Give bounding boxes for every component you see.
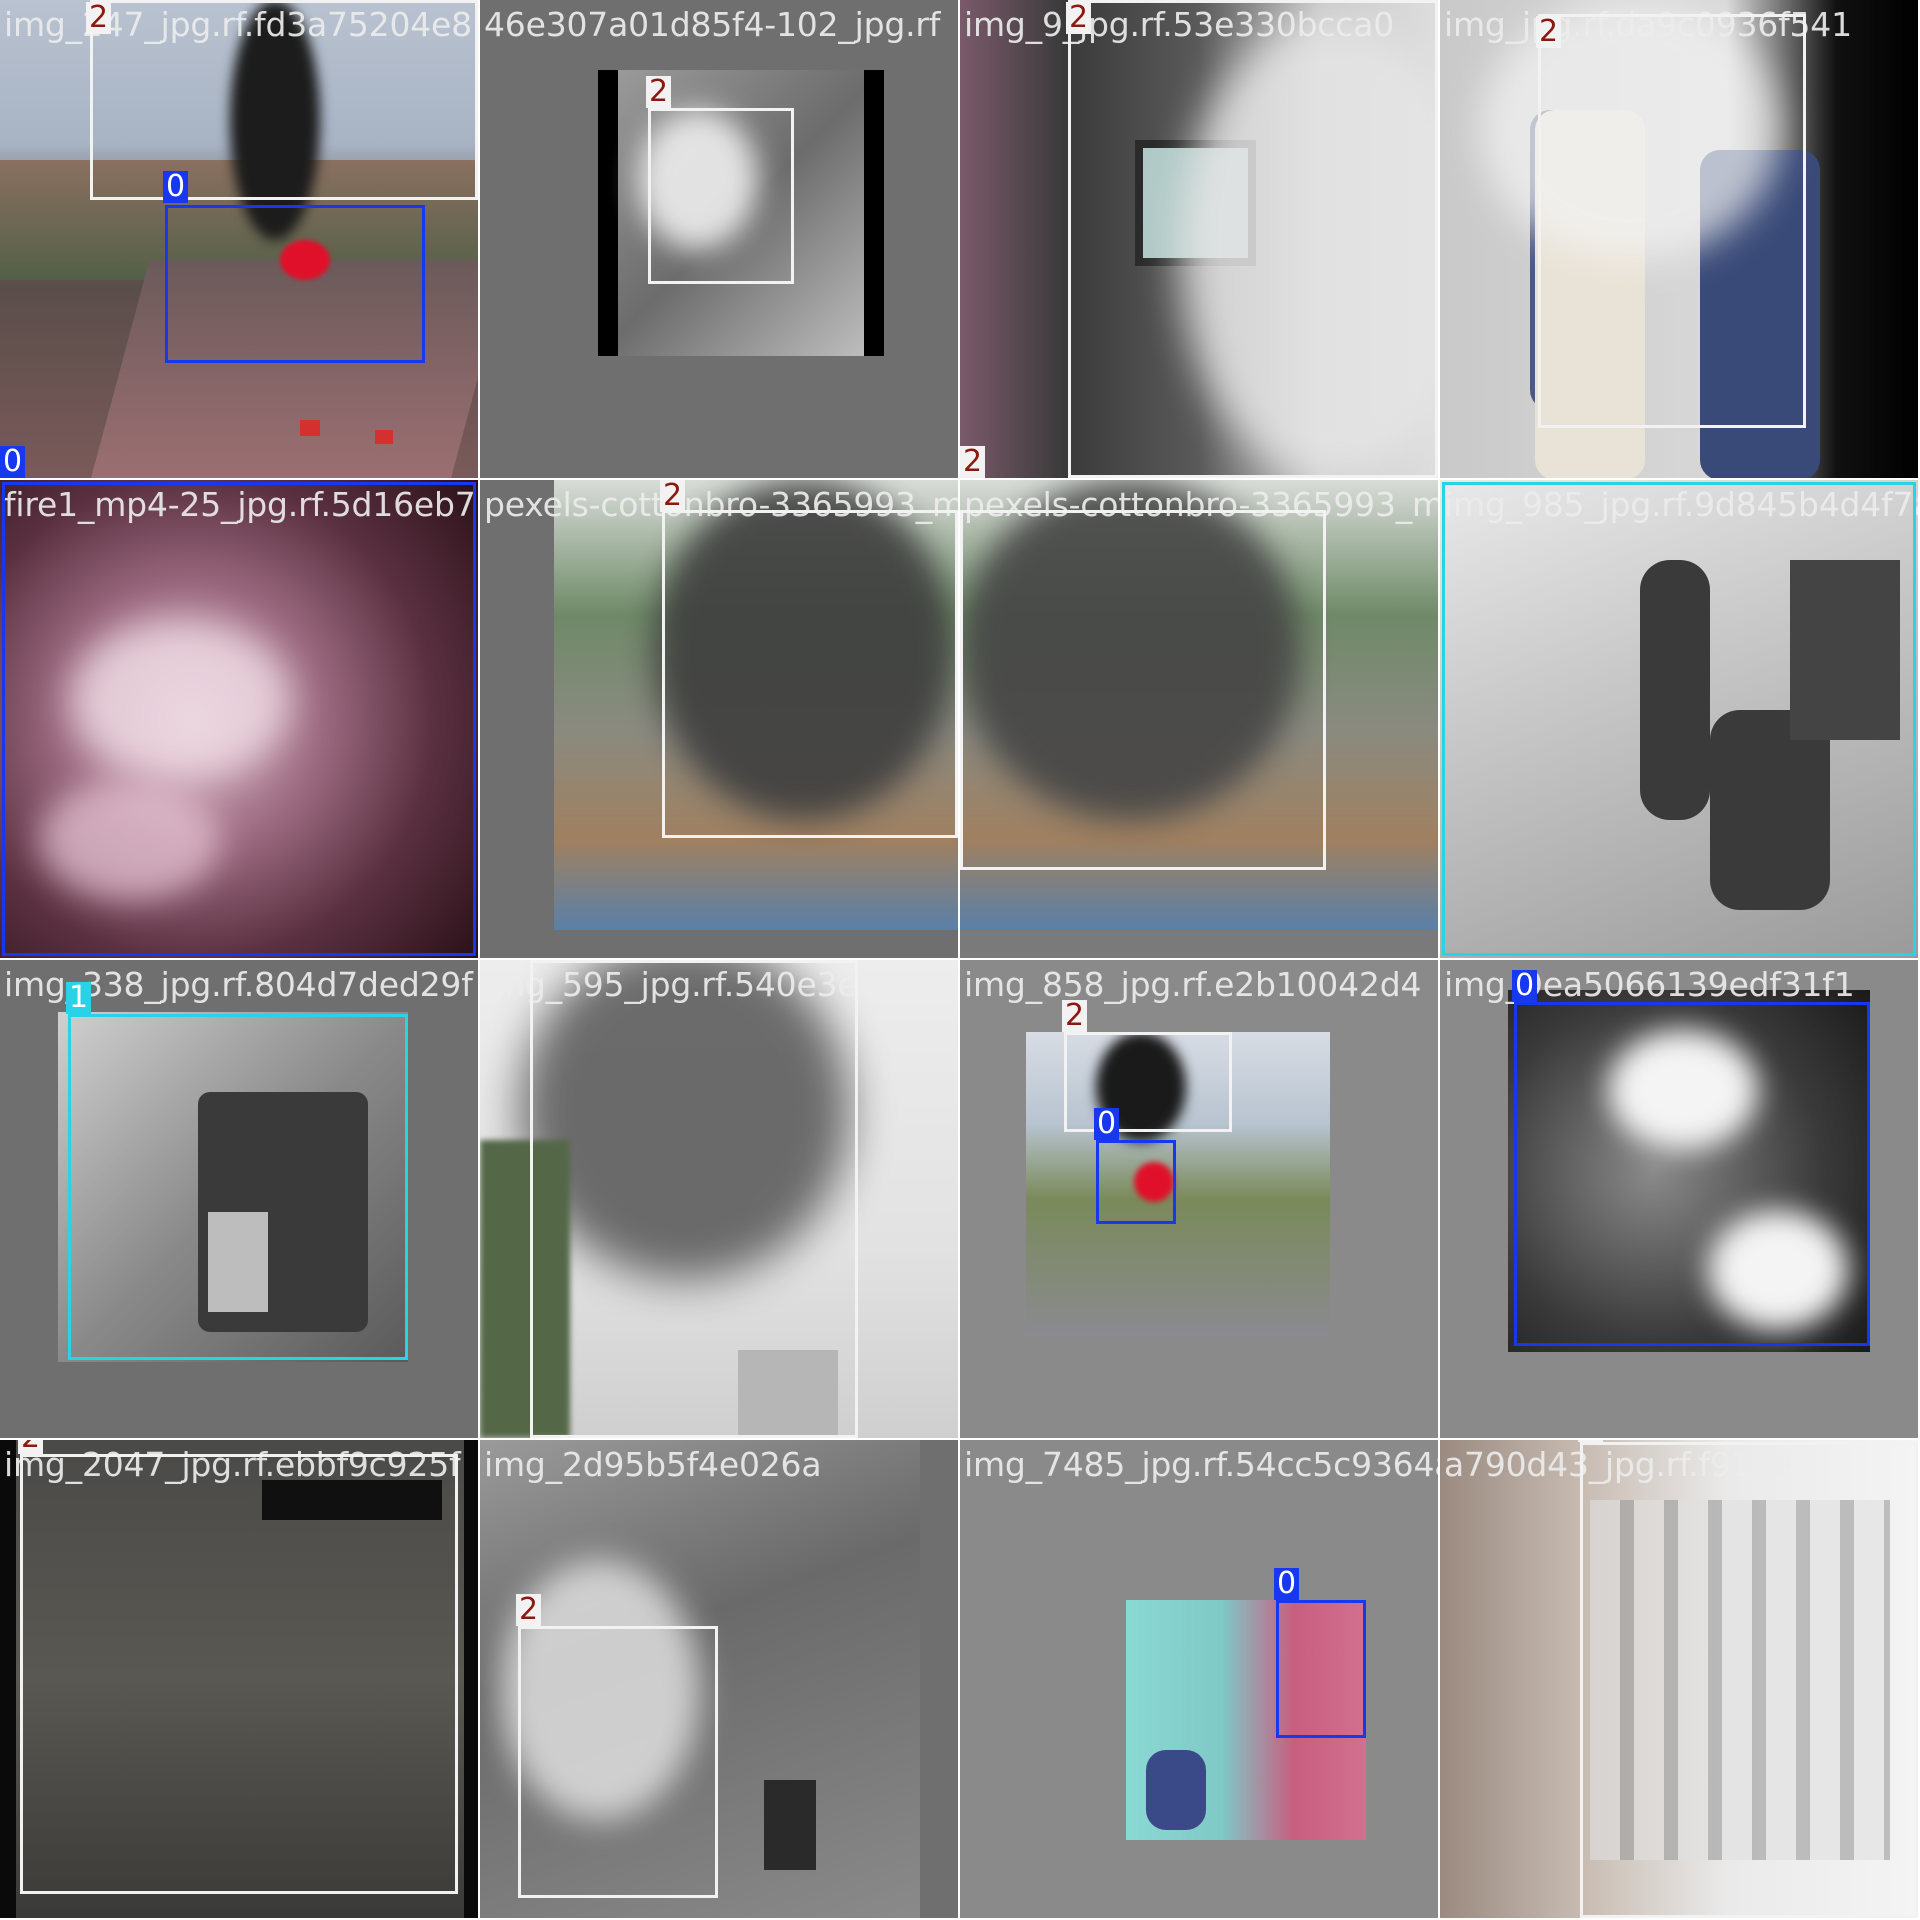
tile-filename: 46e307a01d85f4-102_jpg.rf — [484, 5, 941, 44]
tile-14: img_2d95b5f4e026a 2 — [480, 1440, 960, 1920]
smoke-plume-city-scene — [480, 960, 958, 1438]
dark-smoky-cctv-scene — [0, 1440, 478, 1918]
bounding-box — [1064, 1032, 1232, 1132]
bounding-box — [1538, 14, 1806, 428]
class-label: 2 — [516, 1594, 542, 1626]
bounding-box — [1096, 1140, 1176, 1224]
tile-3: img_9_jpg.rf.53e330bcca0 2 2 — [960, 0, 1440, 480]
tile-filename: img_2047_jpg.rf.ebbf9c925f — [4, 1445, 461, 1484]
tile-8: img_985_jpg.rf.9d845b4d4f7a 1 — [1440, 480, 1920, 960]
tile-filename: fire1_mp4-25_jpg.rf.5d16eb7 — [4, 485, 476, 524]
class-label: 0 — [1274, 1568, 1300, 1600]
grayscale-fire-scene — [1508, 990, 1870, 1352]
tile-filename: pexels-cottonbro-3365993_mp4-48_jpg.rf — [484, 485, 958, 524]
class-label: 2 — [660, 480, 686, 512]
tile-2: 46e307a01d85f4-102_jpg.rf 2 — [480, 0, 960, 480]
tile-12: img_9ea5066139edf31f1 0 — [1440, 960, 1920, 1440]
bounding-box — [1580, 1442, 1918, 1918]
tile-6: pexels-cottonbro-3365993_mp4-48_jpg.rf 2 — [480, 480, 960, 960]
office-cctv-scene — [1440, 480, 1918, 958]
bounding-box — [648, 108, 794, 284]
bounding-box — [2, 482, 476, 956]
bounding-box — [518, 1626, 718, 1898]
bounding-box — [960, 510, 1326, 870]
tile-filename: img_jpg.rf.da9c0936f541 — [1444, 5, 1852, 44]
class-label: 1 — [66, 982, 92, 1014]
flames-closeup-scene — [0, 480, 478, 958]
tile-7: pexels-cottonbro-3365993_mp4 — [960, 480, 1440, 960]
highway-scene — [0, 0, 478, 478]
class-label: 2 — [646, 76, 672, 108]
tile-13: img_2047_jpg.rf.ebbf9c925f 2 — [0, 1440, 480, 1920]
bounding-box — [20, 1454, 458, 1894]
bounding-box — [530, 960, 858, 1438]
cctv-smoke-scene — [598, 70, 884, 356]
shop-smoke-scene — [960, 0, 1438, 478]
tile-10: img_595_jpg.rf.540e3e76a3b 2 — [480, 960, 960, 1440]
tile-4: img_jpg.rf.da9c0936f541 2 — [1440, 0, 1920, 480]
bounding-box — [1442, 482, 1916, 956]
bounding-box — [1276, 1600, 1366, 1738]
tile-5: fire1_mp4-25_jpg.rf.5d16eb7 — [0, 480, 480, 960]
garage-wall-smoke-scene — [480, 1440, 920, 1918]
tile-filename: img_7485_jpg.rf.54cc5c9364a — [964, 1445, 1440, 1484]
bounding-box — [68, 1014, 408, 1360]
bounding-box — [1068, 0, 1438, 478]
tile-9: img_338_jpg.rf.804d7ded29f 1 — [0, 960, 480, 1440]
smoky-room-scene — [1440, 0, 1918, 478]
bounding-box — [1514, 1002, 1870, 1346]
class-label: 2 — [1062, 1000, 1088, 1032]
indoor-pink-fire-scene — [1126, 1600, 1366, 1840]
class-label: 2 — [1536, 16, 1562, 48]
class-label: 2 — [1578, 1440, 1604, 1442]
tile-filename: pexels-cottonbro-3365993_mp4 — [964, 485, 1440, 524]
bounding-box — [90, 0, 478, 200]
tile-filename: img_247_jpg.rf.fd3a75204e8 — [4, 5, 472, 44]
class-label: 0 — [1094, 1108, 1120, 1140]
class-label: 2 — [1066, 2, 1092, 34]
class-label: 2 — [86, 2, 112, 34]
bright-smoky-window-scene — [1440, 1440, 1918, 1918]
tile-filename: a790d43_jpg.rf.f917e — [1444, 1445, 1793, 1484]
class-label: 0 — [0, 446, 26, 478]
bounding-box — [662, 510, 958, 838]
class-label: 2 — [960, 446, 986, 478]
class-label: 2 — [18, 1440, 44, 1454]
class-label: 0 — [163, 171, 189, 203]
tile-filename: img_595_jpg.rf.540e3e76a3b — [484, 965, 960, 1004]
garage-cctv-scene — [58, 1012, 408, 1362]
tile-11: img_858_jpg.rf.e2b10042d4 2 0 — [960, 960, 1440, 1440]
tile-16: a790d43_jpg.rf.f917e 2 — [1440, 1440, 1920, 1920]
highway-small-scene — [1026, 1032, 1330, 1336]
tile-1: img_247_jpg.rf.fd3a75204e8 2 0 0 — [0, 0, 480, 480]
tile-filename: img_2d95b5f4e026a — [484, 1445, 822, 1484]
bounding-box — [165, 205, 425, 363]
tile-filename: img_9ea5066139edf31f1 — [1444, 965, 1855, 1004]
tile-15: img_7485_jpg.rf.54cc5c9364a 0 — [960, 1440, 1440, 1920]
tile-filename: img_985_jpg.rf.9d845b4d4f7a — [1444, 485, 1920, 524]
aerial-smoke-mirrored-scene — [960, 480, 1438, 930]
tile-filename: img_858_jpg.rf.e2b10042d4 — [964, 965, 1422, 1004]
class-label: 0 — [1512, 970, 1538, 1002]
tile-filename: img_9_jpg.rf.53e330bcca0 — [964, 5, 1395, 44]
aerial-smoke-scene — [554, 480, 958, 930]
